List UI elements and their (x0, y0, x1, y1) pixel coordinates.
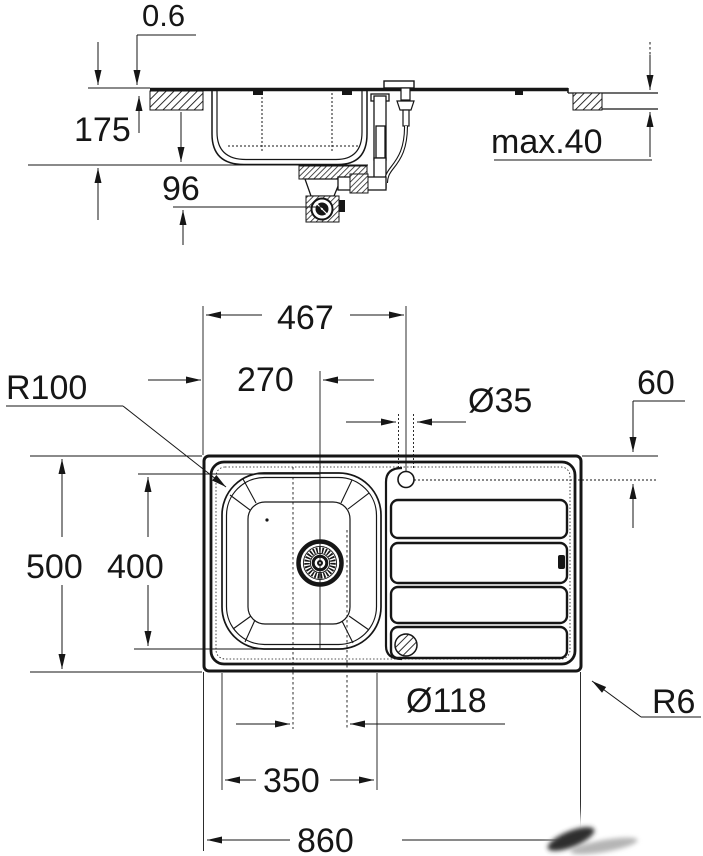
sink-outer-outline (202, 454, 583, 673)
trap-screw-center (321, 208, 323, 210)
counter-hatch-left (149, 90, 204, 111)
overflow-knockout (394, 633, 418, 657)
bowl-inner-profile (216, 91, 363, 161)
label-400: 400 (107, 548, 164, 586)
flexible-hose-outer (384, 125, 408, 184)
sink-rim-inner-dotted (215, 466, 571, 660)
plan-view (6, 306, 701, 851)
fixing-clip-mark (558, 555, 565, 569)
label-860: 860 (297, 822, 354, 856)
label-467: 467 (277, 299, 334, 337)
label-drain-offset: 96 (162, 170, 200, 208)
bowl-outer-edge (221, 472, 382, 650)
dimension-labels: 0.6 175 96 max.40 467 270 Ø35 60 R100 50… (6, 0, 695, 856)
rim-clips (253, 91, 523, 95)
drainboard-ribs (389, 498, 569, 660)
bowl-inner-edge (225, 476, 378, 646)
rib-panel (389, 541, 569, 585)
rib-panel (389, 625, 569, 660)
pipe-coupling-hatch (349, 173, 369, 194)
rib-panel (389, 498, 569, 540)
sink-rim-line (209, 460, 577, 666)
bowl-corner-spokes (229, 478, 370, 644)
drainboard-divider (384, 466, 403, 661)
watermark-smudge (547, 803, 703, 856)
leader-bowl-radius (6, 405, 227, 488)
dim-counter-thickness (494, 42, 654, 161)
rib-panel (389, 585, 569, 625)
leader-outer-radius (591, 680, 701, 718)
label-tap-hole-diameter: Ø35 (468, 382, 532, 420)
trap-side-tab (339, 200, 345, 212)
counter-hatch-right (572, 92, 603, 111)
dim-rim-height (133, 34, 196, 133)
label-500: 500 (26, 548, 83, 586)
faucet-hose-assembly (396, 87, 415, 127)
label-outer-radius: R6 (652, 683, 695, 721)
label-bowl-radius: R100 (6, 369, 87, 407)
label-270: 270 (237, 361, 294, 399)
label-counter-thickness: max.40 (491, 123, 603, 161)
bowl-speck (265, 518, 269, 522)
label-rim-height: 0.6 (142, 0, 185, 33)
drain-assembly (296, 539, 344, 587)
bowl-base-edge (247, 501, 351, 625)
label-drain-diameter: Ø118 (406, 682, 487, 720)
label-60: 60 (637, 364, 675, 402)
tap-hole (397, 470, 415, 489)
tap-fitting-plate (383, 80, 415, 89)
dim-drain-offset (173, 112, 321, 245)
bowl-outer-profile (211, 91, 368, 166)
drain-funnel (304, 178, 342, 197)
label-350: 350 (263, 762, 320, 800)
section-view (28, 34, 658, 245)
dim-60 (629, 400, 685, 528)
label-bowl-depth: 175 (74, 111, 131, 149)
